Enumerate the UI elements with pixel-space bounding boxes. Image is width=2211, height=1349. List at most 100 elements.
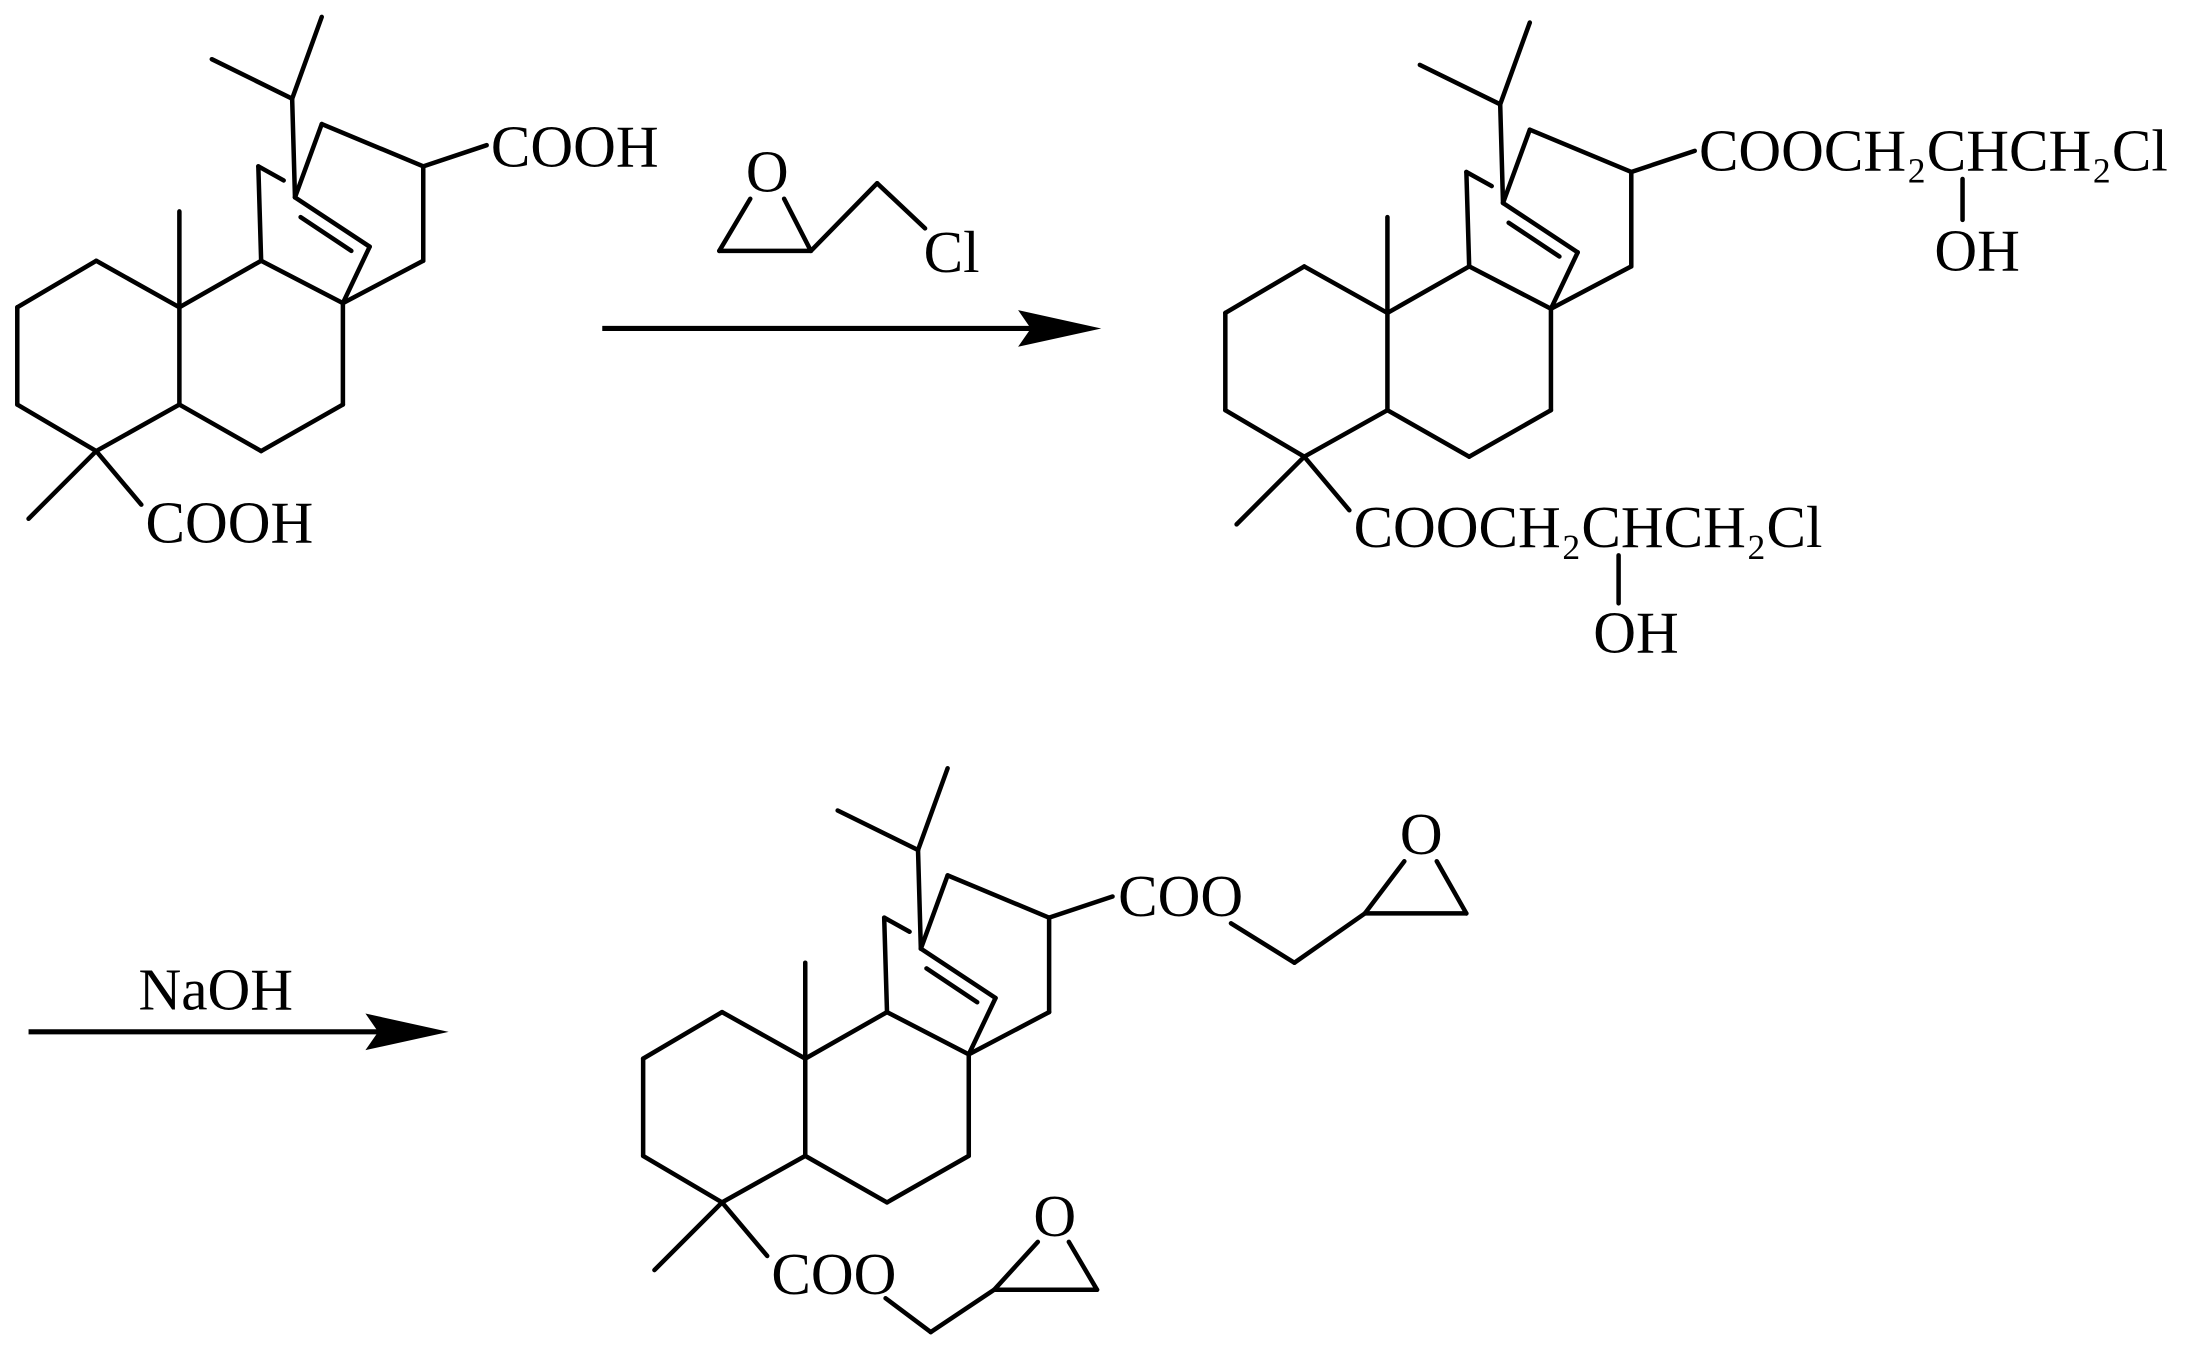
- bond: [1292, 911, 1368, 966]
- bond: [1548, 264, 1634, 311]
- bond: [781, 196, 814, 254]
- ester-top-label: COO: [1118, 863, 1243, 929]
- bond: [881, 915, 912, 935]
- bond: [915, 847, 924, 951]
- bond: [1385, 407, 1472, 459]
- bond: [928, 1287, 997, 1335]
- bond: [93, 402, 182, 454]
- epoxide-oxygen-top-label: O: [1400, 801, 1443, 867]
- bond: [93, 258, 182, 310]
- bond: [209, 56, 295, 101]
- bond: [1466, 264, 1554, 311]
- ester-chain-bottom-label: COOCH₂CHCH₂Cl: [1354, 494, 1823, 560]
- bond: [717, 196, 753, 254]
- bond: [1500, 200, 1580, 255]
- bond: [292, 121, 325, 200]
- bond: [1302, 264, 1390, 316]
- bond: [1500, 127, 1533, 206]
- bond: [1234, 454, 1307, 527]
- bond: [881, 915, 890, 1015]
- glycidyl-ester-product: COO O COO O: [640, 765, 1469, 1335]
- bond: [1466, 407, 1554, 459]
- ester-chain-top-label: COOCH₂CHCH₂Cl: [1699, 118, 2168, 184]
- bond: [1223, 264, 1307, 316]
- bond: [918, 873, 950, 951]
- epoxide-oxygen-bottom-label: O: [1033, 1183, 1076, 1249]
- reaction-arrow-step-1: [602, 310, 1102, 347]
- bond: [289, 96, 298, 200]
- base-reagent-label: NaOH: [139, 956, 294, 1022]
- bond: [1497, 102, 1506, 206]
- carboxyl-group-top-label: COOH: [491, 113, 659, 179]
- bond: [258, 258, 346, 306]
- bond: [1362, 859, 1407, 916]
- hydroxyl-bottom-label: OH: [1593, 600, 1679, 666]
- bond: [966, 995, 998, 1057]
- intermediate-skeleton: [1223, 20, 1697, 527]
- bond: [924, 966, 980, 1005]
- bond: [874, 180, 928, 231]
- reaction-arrow-head: [1018, 310, 1102, 347]
- bond: [1046, 894, 1115, 920]
- bond: [258, 402, 346, 454]
- bond: [1228, 921, 1297, 966]
- bond: [1497, 20, 1533, 107]
- chlorohydrin-ester-intermediate: COOCH₂CHCH₂Cl OH COOCH₂CHCH₂Cl OH: [1223, 20, 2168, 666]
- bond: [640, 1009, 725, 1061]
- bond: [719, 1200, 770, 1259]
- bond: [1464, 169, 1472, 269]
- bond: [1434, 859, 1469, 916]
- starting-material-skeleton: [15, 14, 489, 521]
- chlorine-label: Cl: [924, 219, 980, 285]
- bond: [883, 1295, 933, 1335]
- bond: [15, 402, 99, 454]
- bond: [640, 1153, 725, 1205]
- bond: [1506, 220, 1562, 259]
- bond: [802, 1153, 890, 1205]
- bond: [93, 448, 144, 507]
- carboxyl-group-bottom-label: COOH: [146, 490, 314, 556]
- bond: [1417, 62, 1503, 107]
- bond: [884, 1153, 972, 1205]
- starting-material: COOH COOH: [15, 14, 659, 556]
- bond: [1385, 264, 1472, 316]
- bond: [319, 121, 426, 169]
- bond: [1302, 407, 1390, 459]
- hydroxyl-top-label: OH: [1934, 218, 2019, 284]
- bond: [1464, 169, 1494, 189]
- bond: [298, 214, 354, 254]
- bond: [292, 195, 372, 249]
- ester-bottom-label: COO: [771, 1241, 896, 1307]
- bond: [340, 244, 372, 306]
- bond: [945, 873, 1052, 920]
- bond: [1223, 407, 1307, 459]
- bond: [26, 448, 99, 521]
- bond: [15, 258, 99, 310]
- bond: [1066, 1239, 1100, 1293]
- bond: [1302, 454, 1352, 513]
- bond: [340, 258, 426, 306]
- bond: [719, 1153, 808, 1205]
- bond: [918, 946, 998, 1001]
- bond: [802, 1009, 890, 1061]
- epichlorohydrin-reagent: O Cl: [717, 139, 980, 285]
- bond: [915, 765, 950, 853]
- bond: [256, 164, 286, 183]
- bond: [991, 1239, 1041, 1293]
- bond: [719, 1009, 808, 1061]
- bond: [808, 180, 880, 254]
- bond: [884, 1009, 972, 1057]
- bond: [1629, 148, 1697, 175]
- bond: [420, 142, 489, 169]
- bond: [652, 1200, 725, 1273]
- reaction-arrow-step-2: NaOH: [28, 956, 449, 1051]
- bond: [1548, 250, 1580, 311]
- reaction-arrow-head: [365, 1013, 449, 1051]
- epoxide-oxygen-label: O: [746, 139, 789, 205]
- bond: [177, 258, 264, 310]
- bond: [177, 402, 264, 454]
- bond: [835, 808, 921, 853]
- bond: [256, 164, 264, 264]
- bond: [1527, 127, 1634, 175]
